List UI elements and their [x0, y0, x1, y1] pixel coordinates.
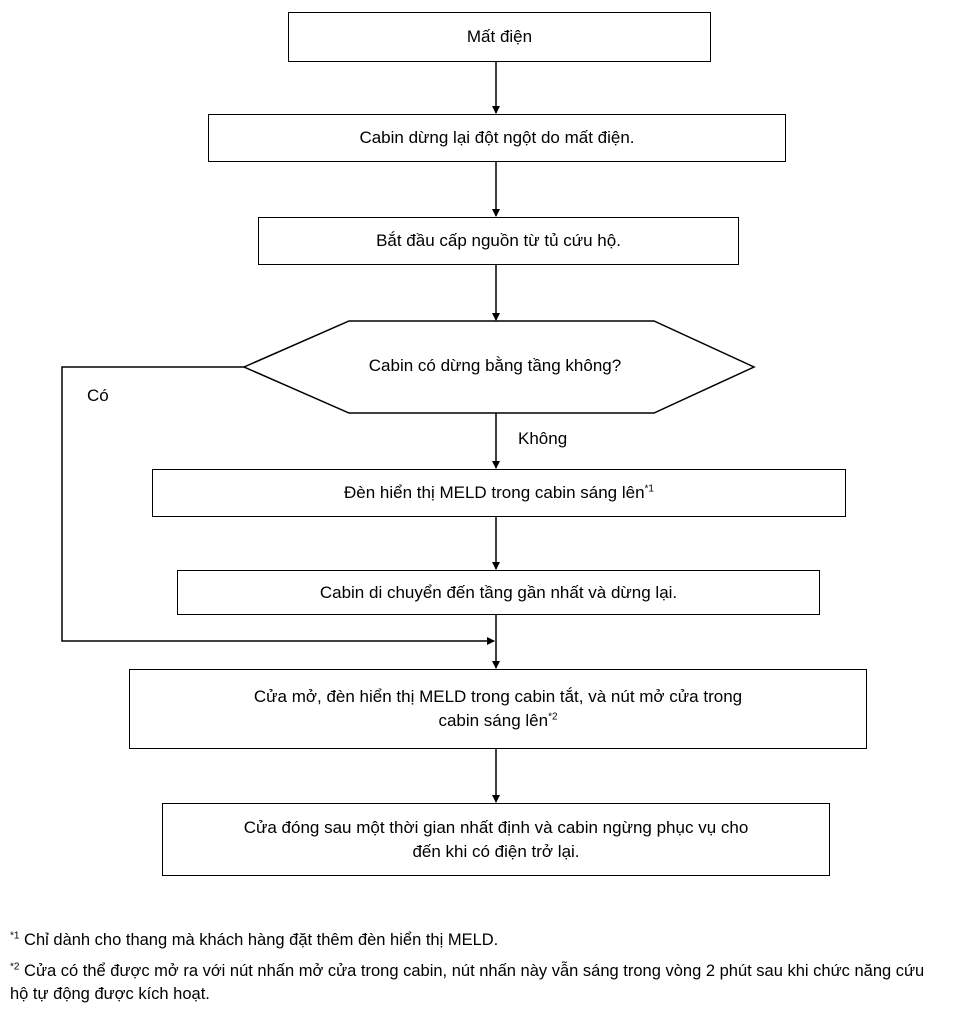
start-box: Mất điện: [288, 12, 711, 62]
decision-text: Cabin có dừng bằng tầng không?: [368, 356, 622, 375]
move-box: Cabin di chuyển đến tầng gần nhất và dừn…: [177, 570, 820, 615]
no-label: Không: [518, 429, 568, 448]
meld-on-line: Đèn hiển thị MELD trong cabin sáng lên*1: [344, 481, 654, 505]
yes-label: Có: [87, 386, 109, 405]
power-text: Bắt đầu cấp nguồn từ tủ cứu hộ.: [376, 231, 621, 250]
door-open-line1: Cửa mở, đèn hiển thị MELD trong cabin tắ…: [253, 687, 743, 706]
move-text: Cabin di chuyển đến tầng gần nhất và dừn…: [319, 582, 678, 602]
close-box: Cửa đóng sau một thời gian nhất định và …: [162, 803, 830, 876]
meld-on-footnote-mark: *1: [644, 483, 654, 495]
footnote-1: *1 Chỉ dành cho thang mà khách hàng đặt …: [10, 929, 946, 952]
footnote-2-mark: *2: [10, 961, 20, 973]
door-open-line2: cabin sáng lên: [438, 711, 549, 730]
footnote-2-text: Cửa có thể được mở ra với nút nhấn mở cử…: [10, 962, 925, 1003]
close-line2: đến khi có điện trở lại.: [412, 841, 580, 861]
meld-on-text: Đèn hiển thị MELD trong cabin sáng lên: [344, 483, 645, 502]
footnotes: *1 Chỉ dành cho thang mà khách hàng đặt …: [10, 929, 946, 1014]
stop-text: Cabin dừng lại đột ngột do mất điện.: [359, 128, 635, 147]
meld-on-box: Đèn hiển thị MELD trong cabin sáng lên*1: [152, 469, 846, 517]
power-box: Bắt đầu cấp nguồn từ tủ cứu hộ.: [258, 217, 739, 265]
stop-box: Cabin dừng lại đột ngột do mất điện.: [208, 114, 786, 162]
start-text: Mất điện: [466, 27, 533, 46]
footnote-1-text: Chỉ dành cho thang mà khách hàng đặt thê…: [24, 931, 499, 949]
decision-label-area: Cabin có dừng bằng tầng không?: [300, 343, 690, 389]
door-open-footnote-mark: *2: [548, 711, 558, 723]
decision-shape: [242, 320, 756, 414]
line-yes-branch: [61, 366, 495, 645]
footnote-1-mark: *1: [10, 930, 20, 942]
door-open-line2-wrap: cabin sáng lên*2: [254, 709, 742, 733]
close-line1: Cửa đóng sau một thời gian nhất định và …: [243, 817, 749, 837]
door-open-box: Cửa mở, đèn hiển thị MELD trong cabin tắ…: [129, 669, 867, 749]
footnote-2: *2 Cửa có thể được mở ra với nút nhấn mở…: [10, 960, 946, 1006]
